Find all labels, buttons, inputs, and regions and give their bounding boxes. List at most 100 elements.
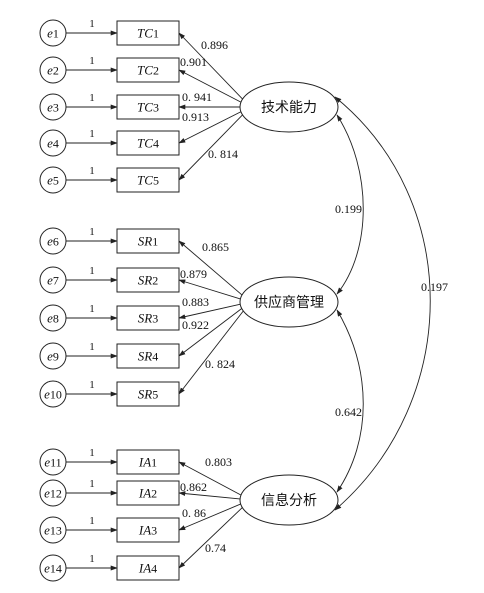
indicator-prefix: IA [138, 523, 151, 538]
indicator-box-TC1 [116, 20, 180, 46]
indicator-number: 1 [153, 27, 159, 41]
loading-path-SR4 [178, 302, 250, 357]
error-label-letter: e [47, 273, 53, 288]
error-label-e5: e5 [47, 173, 59, 188]
indicator-label-IA4: IA4 [138, 561, 157, 576]
indicator-prefix: IA [138, 455, 151, 470]
indicator-label-SR5: SR5 [138, 387, 158, 402]
indicator-number: 4 [152, 350, 158, 364]
covariance-curve-1-2 [336, 114, 364, 295]
error-label-number: 4 [53, 137, 59, 151]
error-label-letter: e [44, 387, 50, 402]
error-term-e9 [39, 342, 67, 370]
error-label-number: 11 [50, 456, 62, 470]
indicator-number: 2 [153, 64, 159, 78]
indicator-label-TC1: TC1 [137, 26, 159, 41]
loading-value-SR3: 0.883 [182, 295, 209, 309]
fixed-weight-e2: 1 [89, 55, 95, 67]
loading-path-TC1 [178, 32, 250, 106]
indicator-prefix: SR [138, 387, 153, 402]
error-term-e1 [39, 19, 67, 47]
error-label-number: 5 [53, 174, 59, 188]
indicator-prefix: SR [138, 311, 153, 326]
indicator-box-SR3 [116, 305, 180, 331]
error-term-e6 [39, 227, 67, 255]
latent-factor-label-1: 技术能力 [261, 100, 317, 116]
indicator-box-TC4 [116, 130, 180, 156]
error-label-number: 13 [50, 524, 62, 538]
error-term-e11 [39, 448, 67, 476]
fixed-weight-e14: 1 [89, 553, 95, 565]
indicator-prefix: TC [137, 63, 153, 78]
loading-value-IA2: 0.862 [180, 480, 207, 494]
error-label-e6: e6 [47, 234, 59, 249]
error-label-number: 9 [53, 350, 59, 364]
indicator-number: 2 [151, 487, 157, 501]
error-label-e3: e3 [47, 100, 59, 115]
indicator-prefix: SR [138, 273, 153, 288]
indicator-box-SR2 [116, 267, 180, 293]
indicator-number: 2 [152, 274, 158, 288]
error-label-e11: e11 [44, 455, 61, 470]
loading-value-TC4: 0.913 [182, 110, 209, 124]
error-term-e12 [39, 479, 67, 507]
error-term-e5 [39, 166, 67, 194]
latent-factor-label-2: 供应商管理 [254, 294, 324, 311]
fixed-weight-e1: 1 [89, 18, 95, 30]
error-term-e8 [39, 304, 67, 332]
loading-path-IA2 [178, 491, 249, 501]
loading-value-IA3: 0. 86 [182, 506, 206, 520]
error-term-e3 [39, 93, 67, 121]
indicator-number: 3 [152, 312, 158, 326]
loading-value-SR2: 0.879 [180, 267, 207, 281]
error-label-letter: e [47, 100, 53, 115]
indicator-label-SR2: SR2 [138, 273, 158, 288]
fixed-weight-e7: 1 [89, 265, 95, 277]
error-label-number: 1 [53, 27, 59, 41]
indicator-label-IA1: IA1 [138, 455, 157, 470]
fixed-weight-e8: 1 [89, 303, 95, 315]
error-label-letter: e [47, 234, 53, 249]
error-label-e7: e7 [47, 273, 59, 288]
loading-path-IA3 [178, 500, 249, 531]
error-label-number: 6 [53, 235, 59, 249]
error-label-e2: e2 [47, 63, 59, 78]
error-label-e9: e9 [47, 349, 59, 364]
loading-path-TC4 [178, 107, 250, 144]
covariance-value-3: 0.197 [421, 280, 448, 294]
error-label-letter: e [47, 136, 53, 151]
indicator-label-TC3: TC3 [137, 100, 159, 115]
error-label-number: 12 [50, 487, 62, 501]
fixed-weight-e13: 1 [89, 515, 95, 527]
error-label-letter: e [44, 455, 50, 470]
indicator-prefix: SR [138, 234, 153, 249]
indicator-label-IA2: IA2 [138, 486, 157, 501]
fixed-weight-e3: 1 [89, 92, 95, 104]
fixed-weight-e5: 1 [89, 165, 95, 177]
covariance-value-1: 0.199 [335, 202, 362, 216]
latent-factor-3 [239, 474, 339, 526]
loading-path-TC2 [178, 69, 250, 107]
error-term-e14 [39, 554, 67, 582]
error-label-letter: e [47, 173, 53, 188]
fixed-weight-e11: 1 [89, 447, 95, 459]
indicator-prefix: TC [137, 136, 153, 151]
latent-factor-label-3: 信息分析 [261, 492, 317, 509]
error-label-number: 14 [50, 562, 62, 576]
loading-path-IA1 [178, 461, 250, 500]
loading-value-SR5: 0. 824 [205, 357, 235, 371]
indicator-number: 4 [151, 562, 157, 576]
indicator-box-IA1 [116, 449, 180, 475]
error-term-e2 [39, 56, 67, 84]
error-label-letter: e [47, 349, 53, 364]
error-label-e12: e12 [44, 486, 62, 501]
error-label-number: 2 [53, 64, 59, 78]
indicator-label-SR4: SR4 [138, 349, 158, 364]
error-label-letter: e [47, 26, 53, 41]
indicator-prefix: SR [138, 349, 153, 364]
covariance-value-2: 0.642 [335, 405, 362, 419]
error-label-e4: e4 [47, 136, 59, 151]
loading-value-SR4: 0.922 [182, 318, 209, 332]
loading-value-IA1: 0.803 [205, 455, 232, 469]
